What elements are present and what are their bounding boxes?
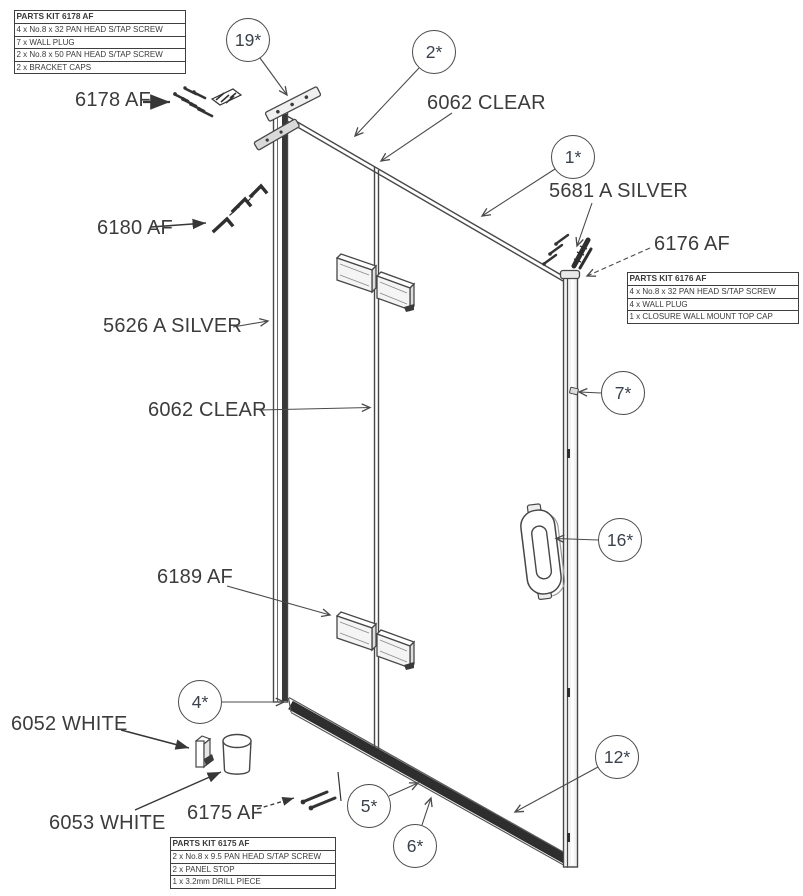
screw-pack-6178 [173,86,243,118]
parts-kit-6176-table: PARTS KIT 6176 AF 4 x No.8 x 32 PAN HEAD… [627,272,799,324]
callout-12: 12* [595,735,639,779]
parts-kit-6175-header: PARTS KIT 6175 AF [170,837,336,851]
wall-profile-left [272,111,289,703]
cylinder-part-6053 [222,733,252,775]
callout-16: 16* [598,518,642,562]
callout-19: 19* [226,18,270,62]
screw-pack-5681 [542,233,593,270]
label-6062-clear-top: 6062 CLEAR [427,92,546,114]
glass-panel-divider-edge [373,167,380,751]
parts-kit-6176-row: 4 x WALL PLUG [627,297,799,312]
parts-kit-6178-row: 4 x No.8 x 32 PAN HEAD S/TAP SCREW [14,22,186,37]
parts-kit-6178-row: 2 x No.8 x 50 PAN HEAD S/TAP SCREW [14,48,186,62]
parts-kit-6176-row: 1 x CLOSURE WALL MOUNT TOP CAP [627,310,799,324]
parts-kit-6175-row: 2 x No.8 x 9.5 PAN HEAD S/TAP SCREW [170,849,336,864]
callout-4: 4* [178,680,222,724]
wall-plug-pack-6178 [210,88,243,106]
parts-kit-6175-row: 1 x 3.2mm DRILL PIECE [170,875,336,889]
panel-stop-part-6052 [194,735,214,769]
callout-5: 5* [347,784,391,828]
callout-7: 7* [601,371,645,415]
top-support-bracket [253,86,322,151]
screw-pack-6175 [300,771,342,811]
parts-kit-6176-header: PARTS KIT 6176 AF [627,272,799,286]
leader-lines-callouts [222,57,651,826]
callout-2: 2* [412,30,456,74]
label-6052-white: 6052 WHITE [11,713,128,735]
callout-6: 6* [393,824,437,868]
parts-kit-6175-row: 2 x PANEL STOP [170,862,336,877]
parts-kit-6178-row: 7 x WALL PLUG [14,35,186,50]
glass-hinge-lower [336,611,415,671]
bottom-seal-rail [287,696,570,869]
label-6176-af: 6176 AF [654,233,730,255]
glass-panel-top-edge [287,115,564,282]
door-handle [520,503,566,600]
parts-kit-6178-table: PARTS KIT 6178 AF 4 x No.8 x 32 PAN HEAD… [14,10,186,75]
label-6062-clear-mid: 6062 CLEAR [148,399,267,421]
closure-top-cap [559,269,581,280]
label-6175-af: 6175 AF [187,802,263,824]
bracket-clips-6180 [211,183,269,234]
parts-kit-6176-row: 4 x No.8 x 32 PAN HEAD S/TAP SCREW [627,284,799,299]
glass-hinge-upper [336,253,415,313]
parts-kit-6178-header: PARTS KIT 6178 AF [14,10,186,24]
parts-kit-6175-table: PARTS KIT 6175 AF 2 x No.8 x 9.5 PAN HEA… [170,837,336,889]
label-5681-a-silver: 5681 A SILVER [549,180,688,202]
parts-kit-6178-row: 2 x BRACKET CAPS [14,60,186,75]
label-6180-af: 6180 AF [97,217,173,239]
label-5626-a-silver: 5626 A SILVER [103,315,242,337]
leader-lines-labels [120,94,295,811]
callout-1: 1* [551,135,595,179]
label-6053-white: 6053 WHITE [49,812,166,834]
label-6189-af: 6189 AF [157,566,233,588]
label-6178-af: 6178 AF [75,89,151,111]
